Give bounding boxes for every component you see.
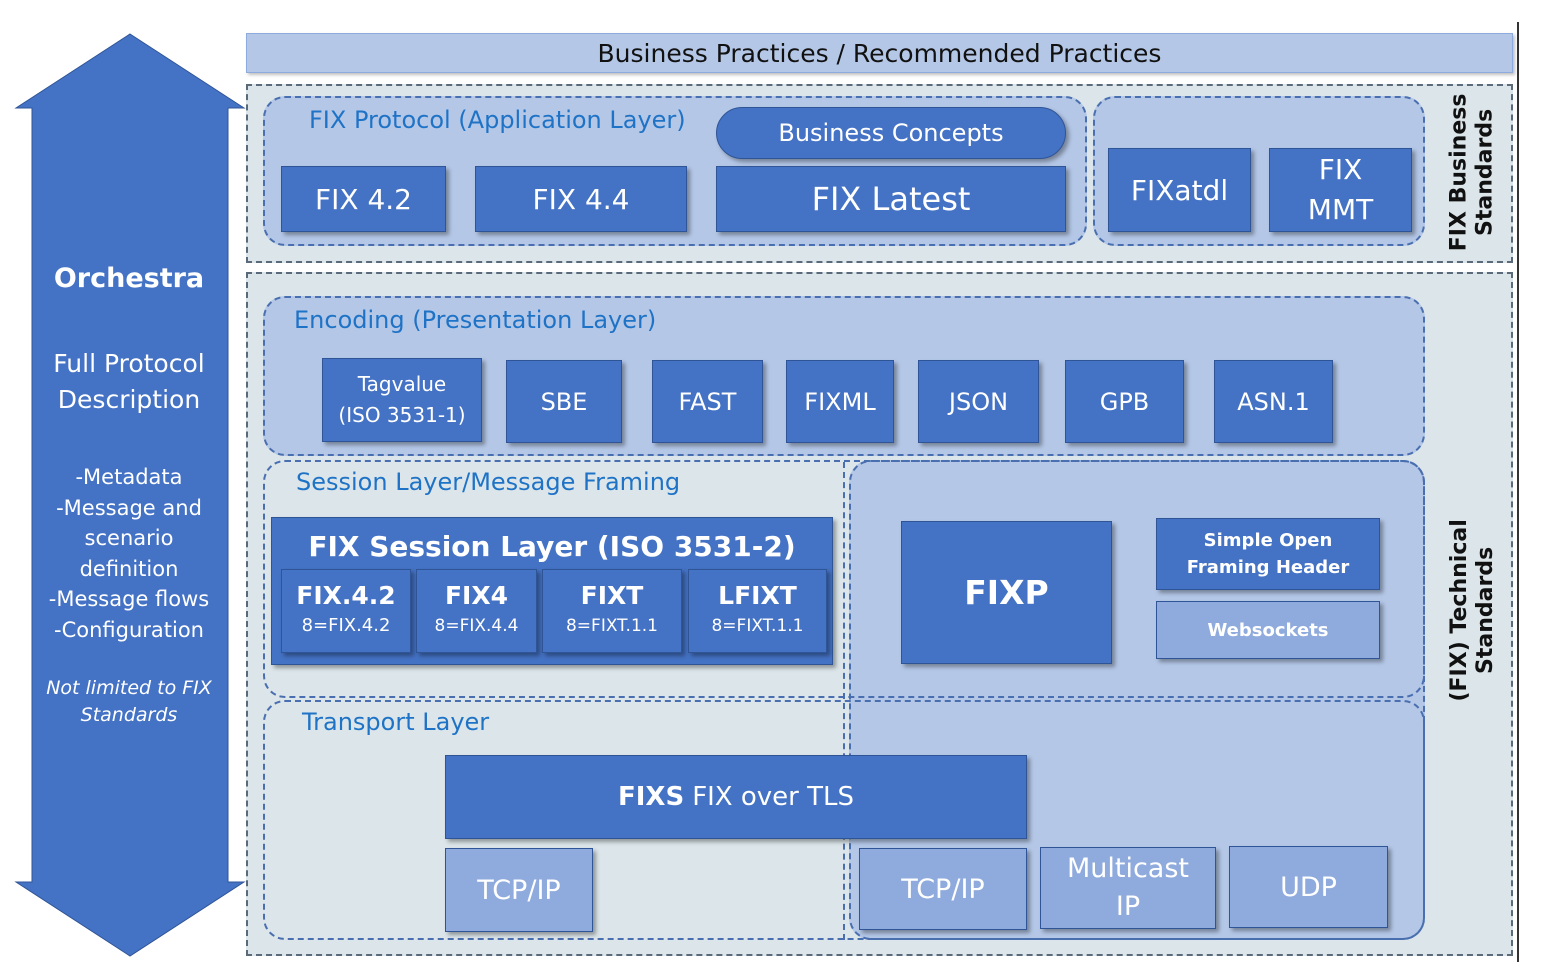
- tcpip-right-box: TCP/IP: [859, 848, 1027, 930]
- fix-mmt-line: FIX: [1318, 153, 1363, 186]
- right-border-line: [1517, 22, 1519, 962]
- fixp-box: FIXP: [901, 521, 1112, 664]
- json-box: JSON: [918, 360, 1039, 443]
- tagvalue-line: (ISO 3531-1): [338, 403, 466, 427]
- orchestra-arrow: [14, 33, 246, 957]
- fix-mmt-box: FIX MMT: [1269, 148, 1412, 232]
- session-version-name: LFIXT: [718, 581, 797, 610]
- session-version-lfixt: LFIXT 8=FIXT.1.1: [688, 569, 827, 653]
- encoding-title: Encoding (Presentation Layer): [294, 306, 657, 334]
- business-practices-banner: Business Practices / Recommended Practic…: [246, 33, 1513, 73]
- orchestra-feature-list: -Metadata -Message and scenario definiti…: [18, 462, 240, 645]
- session-version-name: FIX4: [444, 581, 509, 610]
- orchestra-desc-line: Description: [57, 385, 201, 414]
- fast-box: FAST: [652, 360, 763, 443]
- session-version-begin: 8=FIXT.1.1: [565, 616, 658, 636]
- technical-standards-label-line: Standards: [1473, 546, 1499, 674]
- tcpip-left-box: TCP/IP: [445, 848, 593, 932]
- session-version-fixt: FIXT 8=FIXT.1.1: [542, 569, 682, 653]
- asn1-box: ASN.1: [1214, 360, 1333, 443]
- fixs-label: FIXS: [617, 782, 685, 812]
- sofh-box: Simple Open Framing Header: [1156, 518, 1380, 590]
- orchestra-feature: -Message flows: [48, 587, 210, 611]
- websockets-box: Websockets: [1156, 601, 1380, 659]
- multicast-line: Multicast: [1066, 853, 1190, 884]
- orchestra-title: Orchestra: [53, 263, 205, 294]
- fix-mmt-line: MMT: [1307, 193, 1374, 226]
- transport-title: Transport Layer: [302, 708, 490, 736]
- session-version-begin: 8=FIX.4.2: [301, 615, 391, 636]
- orchestra-description: Full Protocol Description: [18, 346, 240, 418]
- orchestra-note-line: Not limited to FIX: [46, 677, 212, 699]
- fixatdl-box: FIXatdl: [1108, 148, 1251, 232]
- session-version-fix42: FIX.4.2 8=FIX.4.2: [281, 569, 411, 653]
- technical-standards-label: (FIX) Technical Standards: [1436, 430, 1510, 790]
- technical-standards-label-line: (FIX) Technical: [1446, 518, 1472, 702]
- sofh-line: Framing Header: [1186, 557, 1350, 578]
- transport-region: [263, 700, 1425, 940]
- multicast-ip-box: Multicast IP: [1040, 847, 1216, 929]
- session-version-name: FIXT: [580, 581, 644, 610]
- orchestra-feature: -Configuration: [54, 617, 204, 642]
- session-version-begin: 8=FIXT.1.1: [711, 616, 804, 636]
- gpb-box: GPB: [1065, 360, 1184, 443]
- sbe-box: SBE: [506, 360, 622, 443]
- business-concepts-pill: Business Concepts: [716, 107, 1066, 159]
- fixs-description: FIX over TLS: [692, 782, 855, 812]
- fixml-box: FIXML: [786, 360, 894, 443]
- business-standards-label-line: FIX Business: [1446, 93, 1472, 251]
- udp-box: UDP: [1229, 846, 1388, 928]
- orchestra-feature: -Message and: [56, 495, 202, 520]
- multicast-line: IP: [1115, 891, 1141, 922]
- orchestra-note: Not limited to FIX Standards: [18, 675, 240, 729]
- business-standards-label: FIX Business Standards: [1440, 92, 1506, 252]
- orchestra-feature: scenario: [84, 526, 174, 550]
- orchestra-feature: definition: [79, 556, 179, 581]
- business-standards-label-line: Standards: [1473, 108, 1498, 236]
- orchestra-feature: -Metadata: [75, 465, 183, 489]
- application-layer-title: FIX Protocol (Application Layer): [309, 106, 686, 134]
- fix-session-layer-title: FIX Session Layer (ISO 3531-2): [308, 529, 796, 563]
- orchestra-note-line: Standards: [80, 704, 178, 726]
- fix-4-2-box: FIX 4.2: [281, 166, 446, 232]
- fix-4-4-box: FIX 4.4: [475, 166, 687, 232]
- session-version-name: FIX.4.2: [296, 581, 396, 610]
- tagvalue-line: Tagvalue: [357, 372, 447, 396]
- session-title: Session Layer/Message Framing: [296, 468, 681, 496]
- orchestra-desc-line: Full Protocol: [53, 349, 205, 378]
- session-version-fix4: FIX4 8=FIX.4.4: [416, 569, 537, 653]
- session-version-begin: 8=FIX.4.4: [434, 616, 519, 636]
- sofh-line: Simple Open: [1203, 530, 1333, 551]
- fixs-box: FIXS FIX over TLS: [445, 755, 1027, 839]
- tagvalue-box: Tagvalue (ISO 3531-1): [322, 358, 482, 442]
- fix-latest-box: FIX Latest: [716, 166, 1066, 232]
